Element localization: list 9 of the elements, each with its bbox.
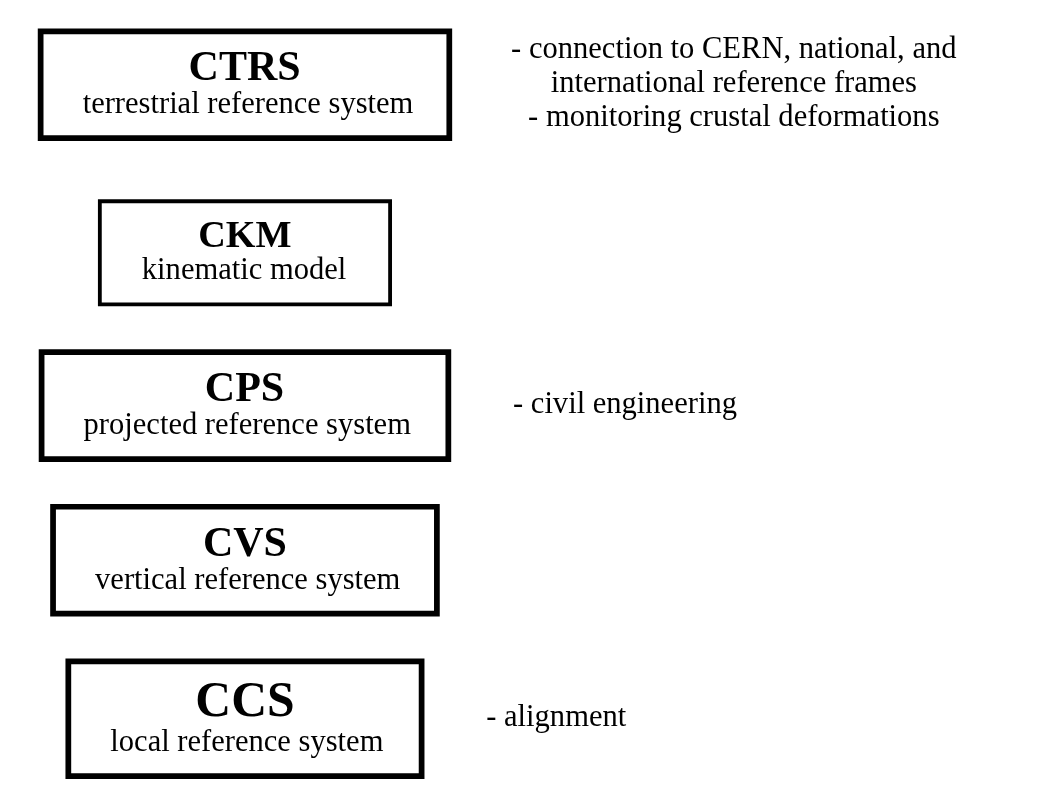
node-label: - connection to CERN, national, and international reference frames bbox=[511, 30, 957, 99]
node-box: CPS projected reference system bbox=[38, 349, 452, 462]
node-label: - civil engineering bbox=[513, 385, 737, 420]
node-box: CTRS terrestrial reference system bbox=[37, 28, 453, 142]
node-box: CCS local reference system bbox=[65, 658, 425, 779]
node-box: CVS vertical reference system bbox=[50, 503, 440, 617]
node-label: - alignment bbox=[486, 698, 627, 733]
node-box: CKM kinematic model bbox=[97, 199, 392, 307]
node-label: - monitoring crustal deformations bbox=[528, 99, 940, 134]
